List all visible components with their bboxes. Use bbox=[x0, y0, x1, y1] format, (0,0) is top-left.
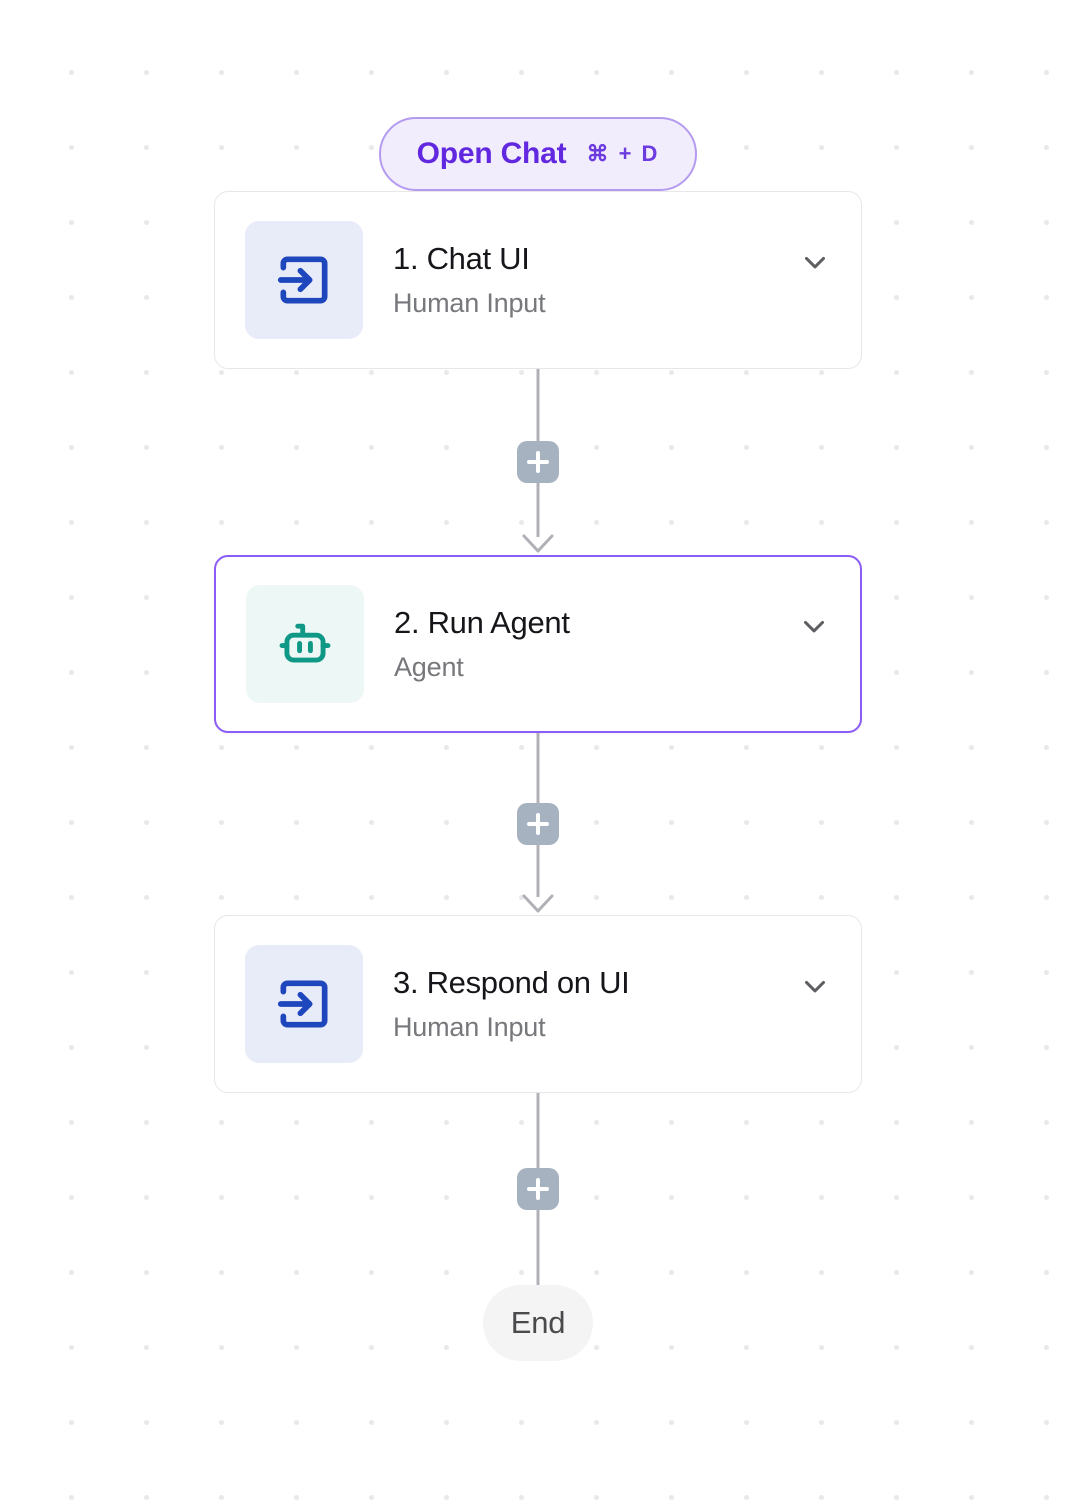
end-node[interactable]: End bbox=[483, 1285, 593, 1361]
robot-icon bbox=[246, 585, 364, 703]
connector-1 bbox=[488, 369, 588, 555]
node-title: 3. Respond on UI bbox=[393, 965, 630, 1000]
node-title: 1. Chat UI bbox=[393, 241, 530, 276]
arrow-head-icon bbox=[521, 893, 555, 915]
login-arrow-icon bbox=[245, 945, 363, 1063]
chevron-down-icon[interactable] bbox=[795, 242, 835, 282]
add-step-button[interactable] bbox=[517, 441, 559, 483]
node-text-block: 3. Respond on UI Human Input bbox=[393, 967, 795, 1041]
add-step-button[interactable] bbox=[517, 1168, 559, 1210]
connector-3 bbox=[488, 1093, 588, 1285]
node-title: 2. Run Agent bbox=[394, 605, 570, 640]
plus-icon-vertical bbox=[536, 813, 540, 835]
node-subtitle: Agent bbox=[394, 652, 464, 682]
workflow-node-chat-ui[interactable]: 1. Chat UI Human Input bbox=[214, 191, 862, 369]
node-text-block: 2. Run Agent Agent bbox=[394, 607, 794, 681]
open-chat-shortcut: ⌘ + D bbox=[586, 141, 660, 166]
open-chat-label: Open Chat bbox=[416, 137, 567, 170]
chevron-down-icon[interactable] bbox=[794, 606, 834, 646]
node-subtitle: Human Input bbox=[393, 1012, 546, 1042]
plus-icon-vertical bbox=[536, 1178, 540, 1200]
login-arrow-icon bbox=[245, 221, 363, 339]
connector-2 bbox=[488, 733, 588, 915]
node-text-block: 1. Chat UI Human Input bbox=[393, 243, 795, 317]
workflow-flow: Open Chat ⌘ + D 1. Chat UI Human Input bbox=[214, 117, 862, 1361]
add-step-button[interactable] bbox=[517, 803, 559, 845]
arrow-head-icon bbox=[521, 533, 555, 555]
chevron-down-icon[interactable] bbox=[795, 966, 835, 1006]
node-subtitle: Human Input bbox=[393, 288, 546, 318]
workflow-node-run-agent[interactable]: 2. Run Agent Agent bbox=[214, 555, 862, 733]
end-node-label: End bbox=[510, 1305, 566, 1340]
plus-icon-vertical bbox=[536, 451, 540, 473]
workflow-node-respond-on-ui[interactable]: 3. Respond on UI Human Input bbox=[214, 915, 862, 1093]
open-chat-button[interactable]: Open Chat ⌘ + D bbox=[378, 117, 698, 191]
